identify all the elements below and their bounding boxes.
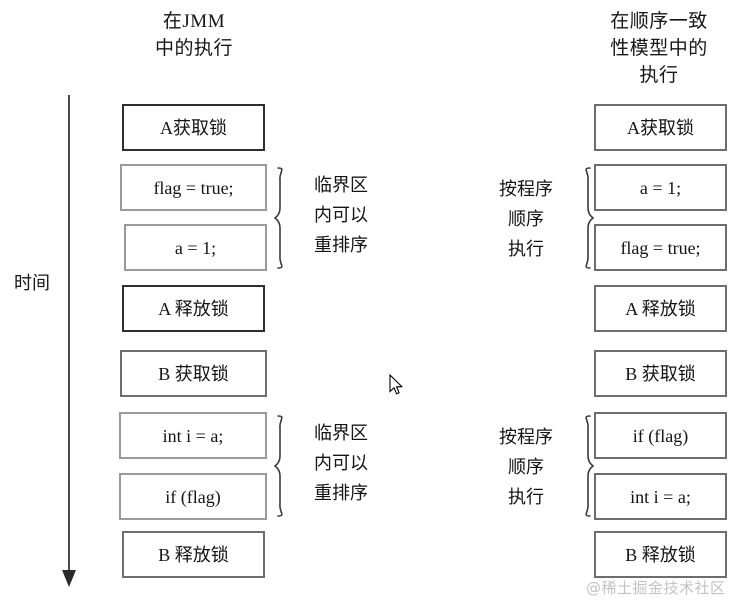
left-annotation-1: 临界区 内可以 重排序 [314, 175, 368, 255]
right-step-box-5[interactable]: B 获取锁 [594, 350, 727, 397]
time-axis-arrow [62, 95, 76, 587]
left-column-title: 在JMM 中的执行 [154, 11, 233, 59]
watermark-text: @稀土掘金技术社区 [586, 579, 726, 597]
mouse-cursor [389, 373, 405, 398]
right-step-box-3[interactable]: flag = true; [594, 224, 727, 271]
left-step-box-7[interactable]: if (flag) [119, 473, 267, 520]
right-brace-2 [572, 414, 594, 518]
left-brace-1 [274, 166, 296, 270]
right-step-box-8[interactable]: B 释放锁 [594, 531, 727, 578]
time-axis-shaft [68, 95, 70, 571]
left-step-box-5[interactable]: B 获取锁 [120, 350, 267, 397]
time-axis-label: 时间 [14, 273, 50, 293]
left-annotation-2: 临界区 内可以 重排序 [314, 423, 368, 503]
time-axis-arrowhead [62, 570, 76, 587]
right-brace-1 [572, 166, 594, 270]
left-step-box-2[interactable]: flag = true; [120, 164, 267, 211]
left-step-box-8[interactable]: B 释放锁 [122, 531, 265, 578]
right-step-box-2[interactable]: a = 1; [594, 164, 727, 211]
left-brace-2 [274, 414, 296, 518]
right-annotation-2: 按程序 顺序 执行 [499, 427, 553, 507]
right-column-title: 在顺序一致 性模型中的 执行 [610, 11, 708, 86]
left-step-box-4[interactable]: A 释放锁 [122, 285, 265, 332]
left-step-box-3[interactable]: a = 1; [124, 224, 267, 271]
right-step-box-1[interactable]: A获取锁 [594, 104, 727, 151]
right-annotation-1: 按程序 顺序 执行 [499, 179, 553, 259]
left-step-box-6[interactable]: int i = a; [119, 412, 267, 459]
right-step-box-7[interactable]: int i = a; [594, 473, 727, 520]
right-step-box-6[interactable]: if (flag) [594, 412, 727, 459]
left-step-box-1[interactable]: A获取锁 [122, 104, 265, 151]
right-step-box-4[interactable]: A 释放锁 [594, 285, 727, 332]
